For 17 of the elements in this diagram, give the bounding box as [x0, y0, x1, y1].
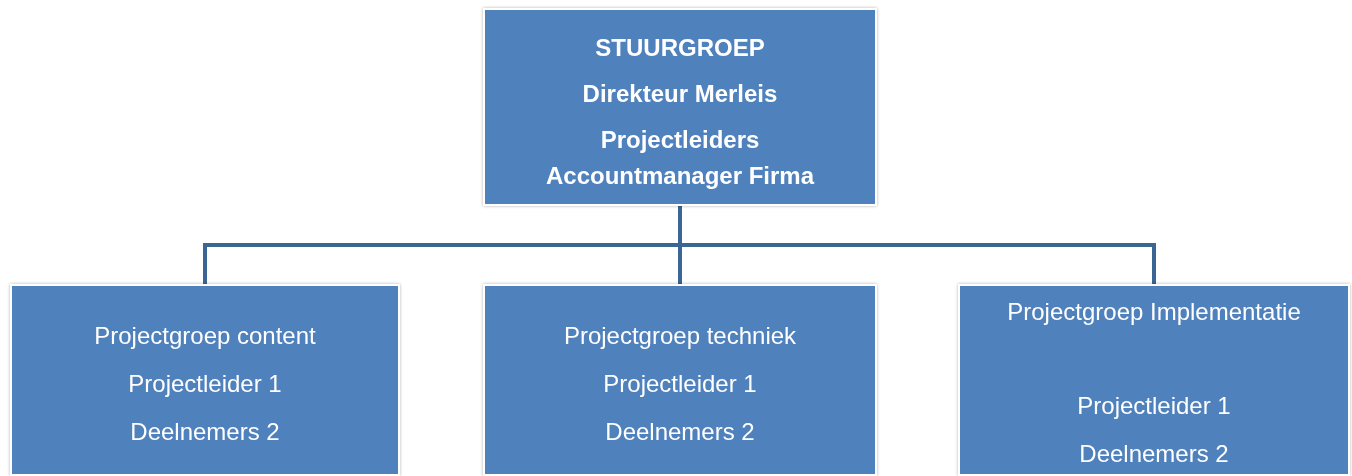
box-text: Deelnemers 2 [1079, 439, 1229, 469]
box-heading: Projectgroep content [94, 321, 316, 351]
box-heading: Projectgroep Implementatie [1007, 297, 1301, 327]
connector-line [678, 206, 1156, 284]
box-heading: STUURGROEP [595, 33, 765, 63]
box-text: Projectleider 1 [603, 369, 757, 399]
org-box [483, 284, 877, 476]
box-text: Deelnemers 2 [605, 417, 755, 447]
org-box [483, 8, 877, 206]
org-box [958, 284, 1350, 476]
box-text: Deelnemers 2 [130, 417, 280, 447]
box-text: Projectleiders Accountmanager Firma [544, 125, 816, 191]
box-text: Projectleider 1 [128, 369, 282, 399]
org-box [10, 284, 400, 476]
box-text: Direkteur Merleis [582, 79, 778, 109]
box-text: Projectleider 1 [1077, 391, 1231, 421]
box-heading: Projectgroep techniek [563, 321, 797, 351]
